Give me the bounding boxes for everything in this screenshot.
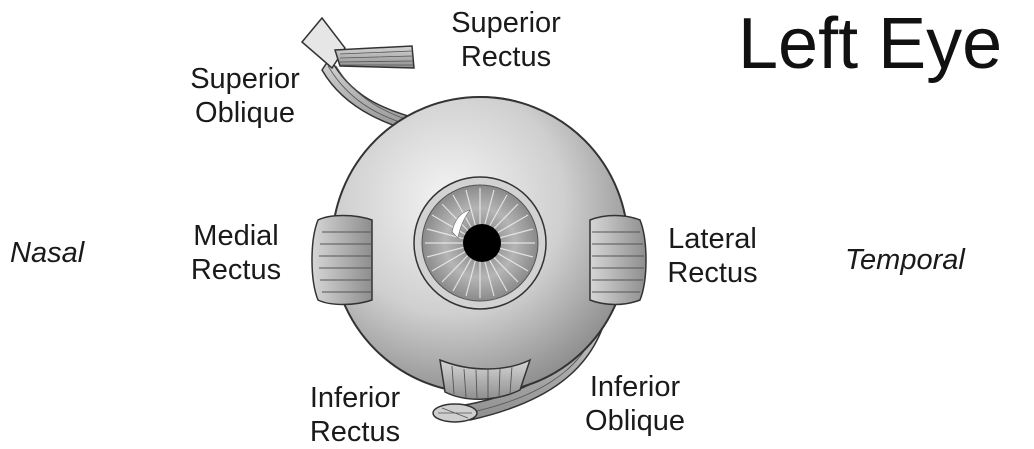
medial-rectus-label: Medial Rectus xyxy=(180,219,292,287)
pupil xyxy=(463,224,501,262)
nasal-label: Nasal xyxy=(10,236,84,270)
lateral-rectus-label: Lateral Rectus xyxy=(655,222,770,290)
lateral-rectus-muscle xyxy=(590,216,646,305)
superior-oblique-label: Superior Oblique xyxy=(180,62,310,130)
superior-rectus-label: Superior Rectus xyxy=(444,6,568,74)
page-title: Left Eye xyxy=(738,4,1002,84)
medial-rectus-muscle xyxy=(312,216,372,305)
inferior-rectus-label: Inferior Rectus xyxy=(298,381,412,449)
inferior-oblique-tip xyxy=(433,404,477,422)
temporal-label: Temporal xyxy=(845,243,965,277)
inferior-oblique-label: Inferior Oblique xyxy=(574,370,696,438)
